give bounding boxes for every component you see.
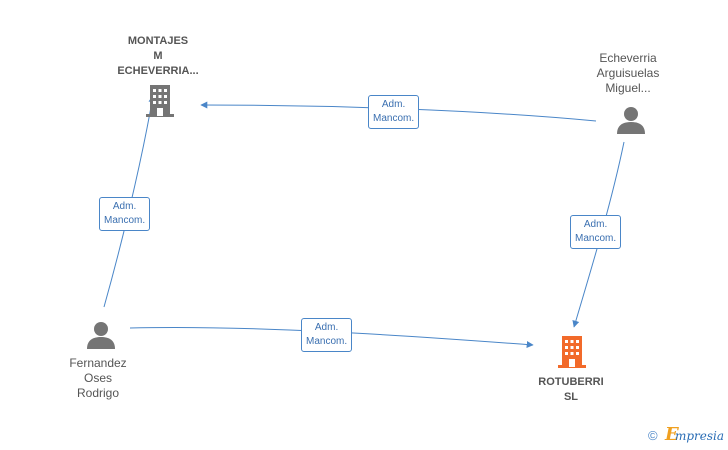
edge-label-line: Mancom. (104, 215, 146, 226)
edge-label-echeverria-montajes[interactable]: Adm. Mancom. (368, 95, 420, 129)
node-label-line: Echeverria (599, 51, 657, 65)
edge-label-line: Adm. (112, 201, 137, 212)
node-label-line: ECHEVERRIA... (117, 65, 199, 77)
edge-label-fernandez-montajes[interactable]: Adm. Mancom. (99, 197, 151, 231)
brand-logo-initial: E (665, 424, 679, 445)
node-label-rotuberri[interactable]: ROTUBERRI SL (521, 375, 621, 405)
node-label-line: Arguisuelas (596, 66, 660, 80)
edge-label-line: Mancom. (575, 233, 617, 244)
node-label-montajes[interactable]: MONTAJES M ECHEVERRIA... (108, 34, 208, 79)
edge-label-line: Adm. (314, 322, 339, 333)
edge-label-line: Mancom. (306, 336, 348, 347)
building-icon[interactable] (556, 335, 588, 369)
edge-label-echeverria-rotuberri[interactable]: Adm. Mancom. (570, 215, 622, 249)
node-label-line: Oses (83, 371, 112, 385)
person-icon[interactable] (86, 320, 116, 350)
node-label-fernandez[interactable]: Fernandez Oses Rodrigo (48, 356, 148, 401)
footer-brand: © E mpresia (648, 424, 725, 445)
node-label-echeverria[interactable]: Echeverria Arguisuelas Miguel... (578, 51, 678, 96)
node-label-line: Rodrigo (76, 386, 120, 400)
node-label-line: MONTAJES (127, 35, 189, 47)
edge-label-line: Mancom. (373, 113, 415, 124)
person-icon[interactable] (616, 105, 646, 135)
edge-label-line: Adm. (583, 219, 608, 230)
building-icon[interactable] (144, 84, 176, 118)
node-label-line: M (153, 50, 163, 62)
edge-label-fernandez-rotuberri[interactable]: Adm. Mancom. (301, 318, 353, 352)
node-label-line: SL (563, 391, 579, 403)
copyright-icon: © (648, 428, 658, 443)
node-label-line: ROTUBERRI (538, 376, 604, 388)
node-label-line: Miguel... (605, 81, 651, 95)
brand-logo-text: mpresia (675, 429, 725, 443)
node-label-line: Fernandez (69, 356, 127, 370)
edge-label-line: Adm. (381, 99, 406, 110)
